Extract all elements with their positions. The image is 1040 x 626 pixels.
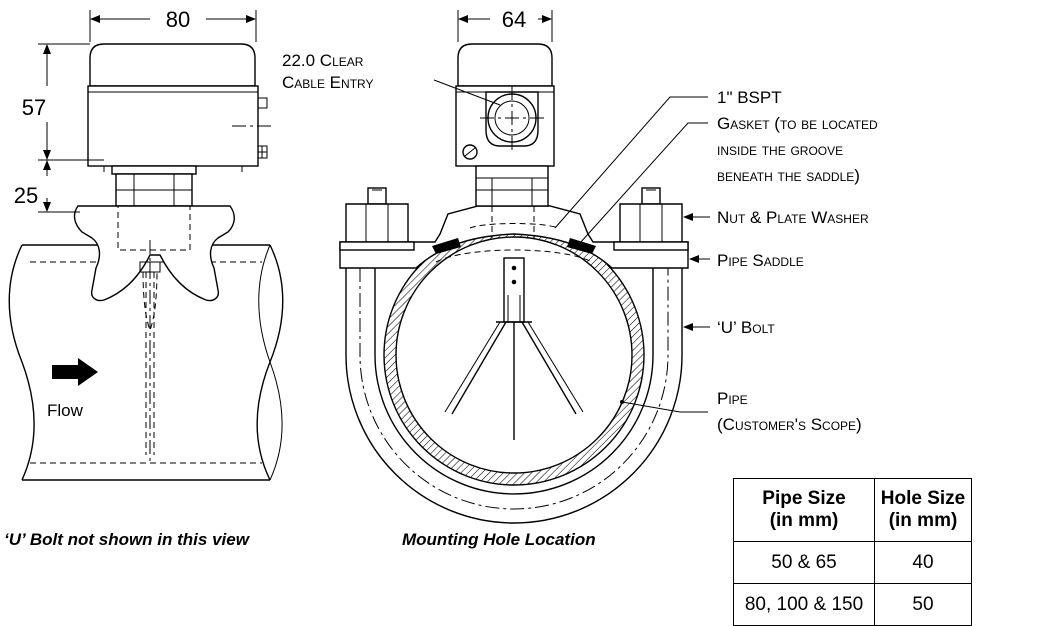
cell-hole-size: 40 bbox=[874, 541, 972, 584]
svg-text:Gasket (to be located: Gasket (to be located bbox=[717, 114, 878, 133]
dimension-height-stem: 25 bbox=[14, 160, 80, 213]
svg-text:64: 64 bbox=[502, 7, 526, 32]
side-view-caption: ‘U’ Bolt not shown in this view bbox=[4, 530, 251, 549]
switch-head-side bbox=[87, 43, 275, 207]
cell-pipe-size: 80, 100 & 150 bbox=[733, 583, 875, 626]
u-bolt bbox=[345, 268, 683, 524]
hole-size-table: Pipe Size(in mm) Hole Size(in mm) 50 & 6… bbox=[733, 478, 972, 626]
saddle-front bbox=[339, 205, 689, 269]
saddle-callout: Pipe Saddle bbox=[689, 251, 804, 270]
header-pipe-size: Pipe Size(in mm) bbox=[733, 478, 875, 542]
cell-hole-size: 50 bbox=[874, 583, 972, 626]
cell-pipe-size: 50 & 65 bbox=[733, 541, 875, 584]
svg-text:(Customer's Scope): (Customer's Scope) bbox=[717, 415, 862, 434]
table-header-row: Pipe Size(in mm) Hole Size(in mm) bbox=[733, 478, 972, 542]
svg-text:Cable Entry: Cable Entry bbox=[282, 73, 373, 92]
flow-label: Flow bbox=[47, 401, 84, 420]
nut-right bbox=[613, 187, 689, 251]
paddle-side bbox=[139, 240, 161, 462]
side-view: Flow 80 57 25 ‘U’ Bolt not shown in this… bbox=[4, 7, 284, 549]
switch-head-front bbox=[455, 43, 555, 207]
saddle-side bbox=[73, 205, 235, 302]
svg-text:25: 25 bbox=[14, 183, 38, 208]
nut-callout: Nut & Plate Washer bbox=[683, 208, 869, 227]
gasket-callout: Gasket (to be located inside the groove … bbox=[579, 114, 878, 244]
svg-text:Pipe Saddle: Pipe Saddle bbox=[717, 251, 804, 270]
svg-text:80: 80 bbox=[166, 7, 190, 32]
paddle-front bbox=[444, 206, 584, 440]
table-row: 80, 100 & 150 50 bbox=[733, 583, 972, 626]
svg-text:inside the groove: inside the groove bbox=[717, 140, 843, 159]
svg-text:beneath the saddle): beneath the saddle) bbox=[717, 166, 860, 185]
front-view: 64 22.0 Clear Cable Entry Mounting Hole … bbox=[282, 7, 689, 549]
cable-entry-callout: 22.0 Clear Cable Entry bbox=[282, 51, 501, 106]
nut-left bbox=[339, 187, 415, 251]
bspt-callout: 1" BSPT bbox=[554, 88, 782, 229]
svg-text:1" BSPT: 1" BSPT bbox=[717, 88, 782, 107]
mounting-diagram: Flow 80 57 25 ‘U’ Bolt not shown in this… bbox=[4, 7, 878, 549]
svg-text:Pipe: Pipe bbox=[717, 389, 748, 408]
callouts: 1" BSPT Gasket (to be located inside the… bbox=[554, 88, 878, 434]
pipe-callout: Pipe (Customer's Scope) bbox=[620, 389, 862, 434]
ubolt-callout: ‘U’ Bolt bbox=[683, 318, 775, 337]
table-row: 50 & 65 40 bbox=[733, 541, 972, 584]
svg-text:57: 57 bbox=[22, 95, 46, 120]
svg-text:22.0 Clear: 22.0 Clear bbox=[282, 51, 364, 70]
front-view-caption: Mounting Hole Location bbox=[402, 530, 596, 549]
header-hole-size: Hole Size(in mm) bbox=[874, 478, 972, 542]
svg-text:Nut & Plate Washer: Nut & Plate Washer bbox=[717, 208, 869, 227]
dimension-width-top: 80 bbox=[89, 7, 257, 42]
flow-arrow-icon bbox=[52, 358, 98, 386]
dimension-width-front: 64 bbox=[457, 7, 553, 42]
svg-text:‘U’ Bolt: ‘U’ Bolt bbox=[717, 318, 775, 337]
